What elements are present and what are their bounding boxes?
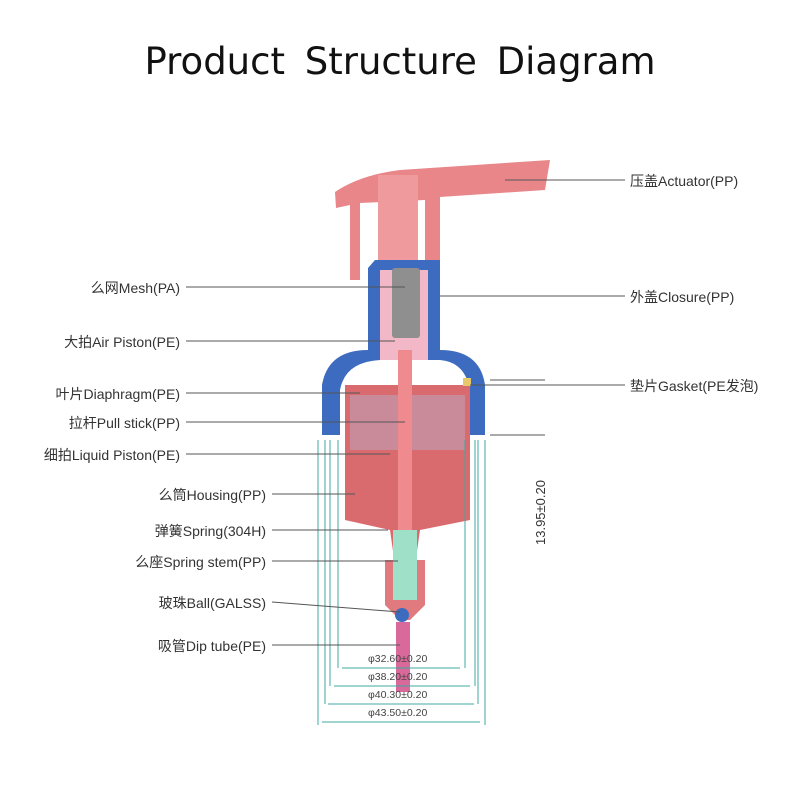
- label-dip-tube: 吸管Dip tube(PE): [157, 638, 266, 654]
- dimension-lines: [317, 440, 486, 725]
- label-pull-stick: 拉杆Pull stick(PP): [68, 415, 180, 431]
- label-liquid-piston: 细拍Liquid Piston(PE): [43, 447, 180, 463]
- actuator: [335, 160, 550, 285]
- label-actuator: 压盖Actuator(PP): [630, 173, 739, 189]
- label-housing: 么筒Housing(PP): [158, 487, 266, 503]
- mesh: [392, 268, 420, 338]
- label-spring: 弹簧Spring(304H): [154, 523, 266, 539]
- ball: [395, 608, 409, 622]
- label-closure: 外盖Closure(PP): [630, 289, 735, 305]
- pull-stick: [398, 350, 412, 560]
- gasket: [463, 378, 471, 386]
- diameter-1: φ32.60±0.20: [368, 653, 428, 665]
- label-diaphragm: 叶片Diaphragm(PE): [55, 386, 180, 402]
- leader-lines: [186, 179, 625, 646]
- label-air-piston: 大拍Air Piston(PE): [64, 334, 180, 350]
- height-dimension: 13.95±0.20: [533, 480, 548, 545]
- diameter-4: φ43.50±0.20: [368, 707, 428, 719]
- label-spring-stem: 么座Spring stem(PP): [135, 554, 266, 570]
- diameter-3: φ40.30±0.20: [368, 689, 428, 701]
- spring-stem: [393, 530, 417, 600]
- dip-tube: [396, 622, 410, 692]
- label-ball: 玻珠Ball(GALSS): [158, 595, 266, 611]
- label-gasket: 垫片Gasket(PE发泡): [630, 378, 759, 394]
- diameter-2: φ38.20±0.20: [368, 671, 428, 683]
- diagram-title: Product Structure Diagram: [144, 40, 656, 83]
- label-mesh: 么网Mesh(PA): [90, 280, 180, 296]
